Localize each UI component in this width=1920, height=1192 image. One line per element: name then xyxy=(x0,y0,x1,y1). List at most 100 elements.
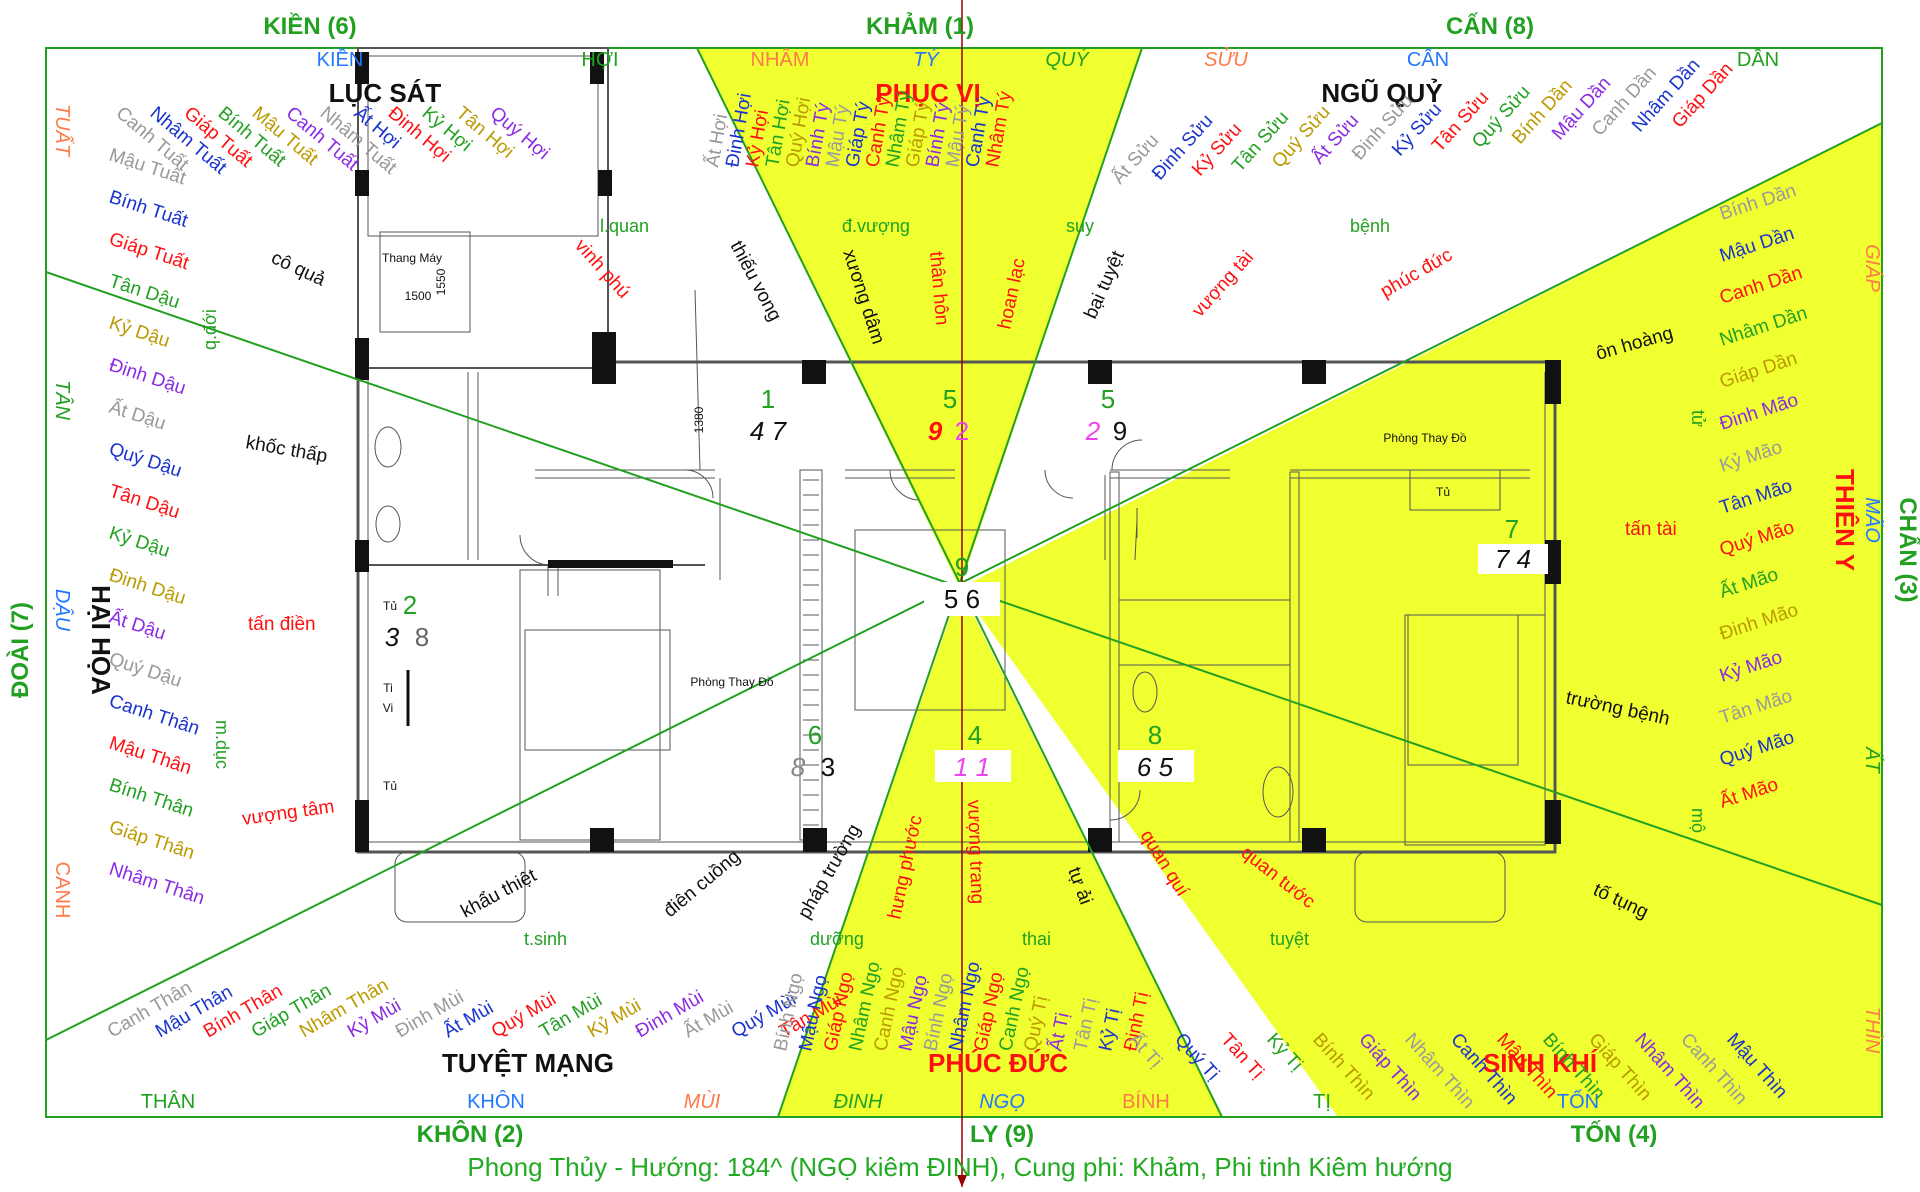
sector-word: Bính Thân xyxy=(106,775,196,822)
mountain-hoi: HỢI xyxy=(581,49,618,71)
fs-c6-a: 3 xyxy=(385,622,400,652)
sector-word: Giáp Thân xyxy=(106,817,197,864)
fs-c6-b: 8 xyxy=(415,622,429,652)
label-tu-3: Tủ xyxy=(1436,485,1450,499)
small-suy: suy xyxy=(1066,216,1094,236)
mountain-ton: TỐN xyxy=(1557,1089,1599,1113)
fs-c3-main: 5 xyxy=(1101,384,1115,414)
fs-c7-b: 3 xyxy=(821,752,835,782)
word-bai-tuyet: bại tuyệt xyxy=(1080,247,1129,322)
fs-c2-b: 2 xyxy=(955,416,969,446)
mountain-thin: THÌN xyxy=(1861,1007,1884,1054)
fs-c5-pair: 5 6 xyxy=(944,584,980,614)
sector-word: Kỷ Dậu xyxy=(106,523,172,562)
word-vuong-tam: vượng tâm xyxy=(241,796,336,830)
sector-word: Ất Dậu xyxy=(106,396,168,435)
sector-word: Đinh Dậu xyxy=(106,355,188,399)
word-tan-tai: tấn tài xyxy=(1625,519,1677,540)
small-m-duc: m.dục xyxy=(212,720,232,769)
fs-c9-pair: 6 5 xyxy=(1137,752,1174,782)
star-thien-y: THIÊN Y xyxy=(1830,469,1860,571)
word-vinh-phu: vinh phú xyxy=(570,235,634,302)
star-phuc-duc: PHÚC ĐỨC xyxy=(928,1048,1068,1078)
sector-word: Mậu Thân xyxy=(106,733,194,779)
mountain-ngo: NGỌ xyxy=(979,1091,1025,1113)
mountain-canh: CANH xyxy=(51,862,73,919)
sector-kham-fill xyxy=(697,48,1142,588)
fs-c6-main: 2 xyxy=(403,590,417,620)
small-tu: tử xyxy=(1688,410,1708,427)
footer-caption: Phong Thủy - Hướng: 184^ (NGỌ kiêm ĐINH)… xyxy=(467,1152,1453,1182)
mountain-giap: GIÁP xyxy=(1861,244,1884,292)
columns xyxy=(355,52,1561,852)
mountain-nham: NHÂM xyxy=(751,48,810,71)
trigram-kham: KHẢM (1) xyxy=(866,11,974,40)
sector-word: Quý Dậu xyxy=(106,439,184,482)
fs-c8-pair: 1 1 xyxy=(954,752,990,782)
fs-c3-b: 9 xyxy=(1113,416,1127,446)
hatched-bar xyxy=(548,560,673,568)
mountain-quy: QUÝ xyxy=(1045,48,1090,71)
trigram-ly: LY (9) xyxy=(970,1121,1034,1148)
star-tuyet-mang: TUYỆT MẠNG xyxy=(442,1048,614,1078)
mountain-than: THÂN xyxy=(141,1090,195,1113)
star-ngu-quy: NGŨ QUỶ xyxy=(1321,78,1442,108)
fs-c7-main: 6 xyxy=(808,720,822,750)
mountain-dinh: ĐINH xyxy=(834,1091,883,1113)
label-phong-thay-do-2: Phòng Thay Đồ xyxy=(1383,431,1466,445)
fs-c3-a: 2 xyxy=(1085,416,1101,446)
label-tu-2: Tủ xyxy=(383,779,397,793)
mountain-dan: DẦN xyxy=(1737,48,1779,71)
trigram-khon: KHÔN (2) xyxy=(417,1120,524,1148)
mountain-ty-kham: TÝ xyxy=(913,48,940,71)
fs-c4-main: 7 xyxy=(1505,514,1519,544)
axis-arrow xyxy=(957,1175,967,1187)
word-tan-dien: tấn điền xyxy=(248,614,316,635)
label-dim-1380: 1380 xyxy=(692,406,706,433)
mountain-kien: KIỀN xyxy=(317,48,364,71)
label-tu-1: Tủ xyxy=(383,599,397,613)
small-d-vuong: đ.vượng xyxy=(842,216,910,236)
fs-c2-main: 5 xyxy=(943,384,957,414)
fs-c4-pair: 7 4 xyxy=(1495,544,1531,574)
fs-c1-pair: 4 7 xyxy=(750,416,788,446)
sector-word: Canh Thân xyxy=(106,691,202,740)
label-phong-thay-do-1: Phòng Thay Đồ xyxy=(690,675,773,689)
sector-word: Ất Sửu xyxy=(1107,130,1163,189)
word-khoc-thap: khốc thấp xyxy=(244,432,329,467)
line-doai-chan xyxy=(45,122,1883,1041)
label-thang-may: Thang Máy xyxy=(382,251,442,265)
fs-c2-a: 9 xyxy=(928,416,943,446)
label-ti: Ti xyxy=(383,681,393,695)
sector-word: Đinh Dậu xyxy=(106,565,188,609)
trigram-ton: TỐN (4) xyxy=(1571,1120,1658,1148)
outer-frame xyxy=(45,47,1883,1118)
sector-word: Tân Tị xyxy=(1216,1029,1267,1083)
mountain-mao: MÃO xyxy=(1861,497,1885,543)
mountain-dau: DẬU xyxy=(51,589,74,632)
trigram-kien: KIỀN (6) xyxy=(263,12,356,40)
fs-c9-main: 8 xyxy=(1148,720,1162,750)
trigram-doai: ĐOÀI (7) xyxy=(6,602,34,698)
small-q-doi: q.đới xyxy=(200,309,220,350)
trigram-chan: CHẤN (3) xyxy=(1894,497,1920,602)
word-khau-thiet: khẩu thiệt xyxy=(457,865,540,923)
mountain-can: CẤN xyxy=(1407,48,1449,71)
mountain-ti: TỊ xyxy=(1313,1091,1331,1113)
fs-c8-main: 4 xyxy=(968,720,982,750)
word-phuc-duc: phúc đức xyxy=(1377,245,1456,303)
sector-chan-fill xyxy=(960,123,1882,1117)
mountain-suu: SỬU xyxy=(1204,47,1248,71)
mountain-at: ẤT xyxy=(1861,746,1885,774)
small-l-quan: l.quan xyxy=(600,216,649,236)
mountain-tuat: TUẤT xyxy=(51,104,75,158)
word-vuong-trang: vượng trang xyxy=(963,799,988,904)
sector-word: Quý Dậu xyxy=(106,649,184,692)
sector-word: Giáp Tuất xyxy=(106,229,192,275)
label-dim-1550: 1550 xyxy=(434,268,448,295)
star-luc-sat: LỤC SÁT xyxy=(329,78,442,108)
star-hai-hoa: HẠI HỌA xyxy=(86,585,116,695)
fs-c7-a: 8 xyxy=(791,752,806,782)
